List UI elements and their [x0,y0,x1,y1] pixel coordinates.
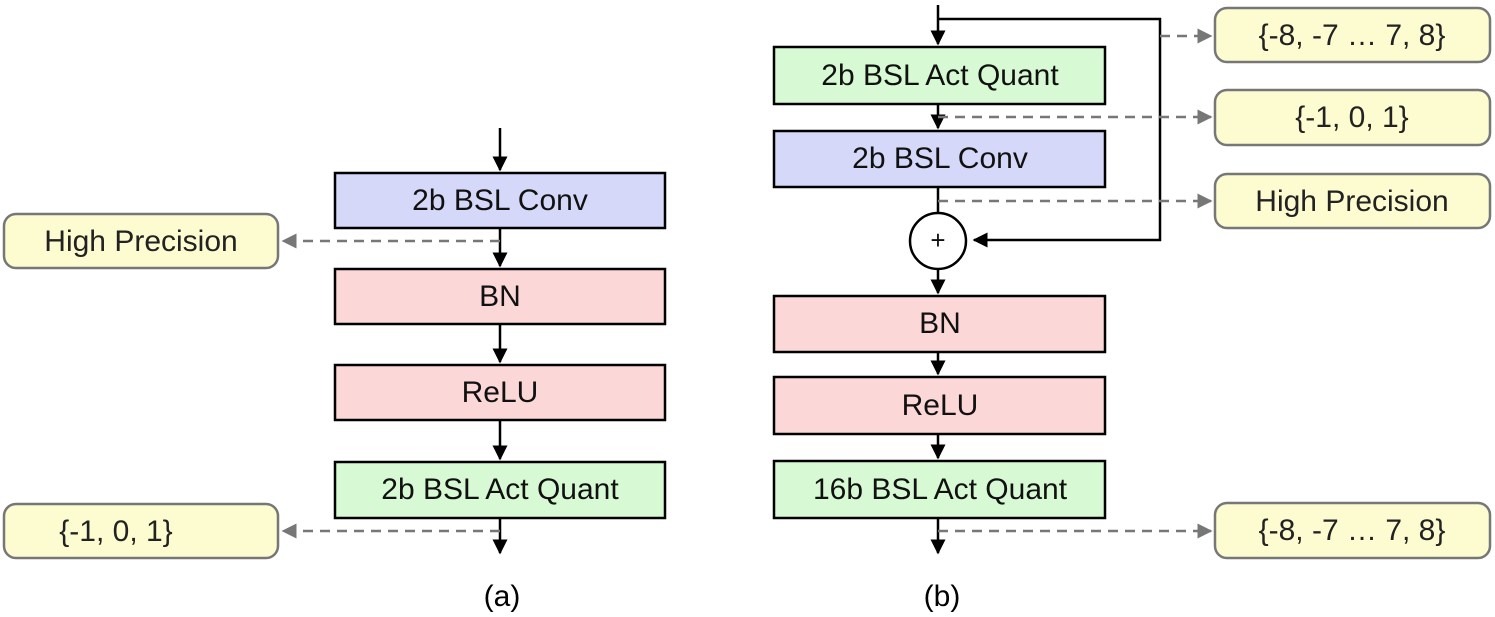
b-adder-symbol: + [930,225,945,255]
b-adder-circle [908,211,968,271]
a-high-precision-note [2,212,280,270]
b-ternary-text: {-1, 0, 1} [1295,101,1408,134]
a-bn-label: BN [479,280,521,313]
a-conv-label: 2b BSL Conv [412,184,588,217]
b-ternary-note [1213,88,1492,147]
a-act-quant-block [333,460,667,520]
b-high-precision-text: High Precision [1255,185,1448,218]
b-input-range-text: {-8, -7 … 7, 8} [1259,19,1446,52]
caption-b: (b) [924,580,961,613]
caption-a: (a) [484,580,521,613]
b-input-range-note [1213,6,1492,64]
b-relu-label: ReLU [902,389,979,422]
a-bn-block [333,267,667,326]
a-ternary-note [2,502,280,560]
b-conv-label: 2b BSL Conv [852,142,1028,175]
a-act-quant-label: 2b BSL Act Quant [381,473,619,506]
b-output-range-text: {-8, -7 … 7, 8} [1259,514,1446,547]
b-output-range-note [1213,501,1492,560]
b-relu-block [772,375,1107,436]
b-act-quant-in-block [772,45,1107,106]
b-bn-block [772,294,1107,354]
b-bn-label: BN [919,307,961,340]
a-relu-label: ReLU [462,376,539,409]
diagram-b: 2b BSL Act Quant 2b BSL Conv + BN ReLU 1… [772,5,1492,613]
b-act-quant-out-label: 16b BSL Act Quant [813,473,1068,506]
b-high-precision-note [1213,172,1492,230]
a-conv-block [333,171,667,230]
a-relu-block [333,363,667,422]
b-act-quant-in-label: 2b BSL Act Quant [821,59,1059,92]
diagram-a: 2b BSL Conv BN ReLU 2b BSL Act Quant Hig… [2,128,667,613]
a-ternary-text: {-1, 0, 1} [59,515,172,548]
b-residual-path [938,17,1162,248]
b-act-quant-out-block [772,459,1107,520]
a-high-precision-text: High Precision [44,225,237,258]
b-conv-block [772,129,1107,189]
